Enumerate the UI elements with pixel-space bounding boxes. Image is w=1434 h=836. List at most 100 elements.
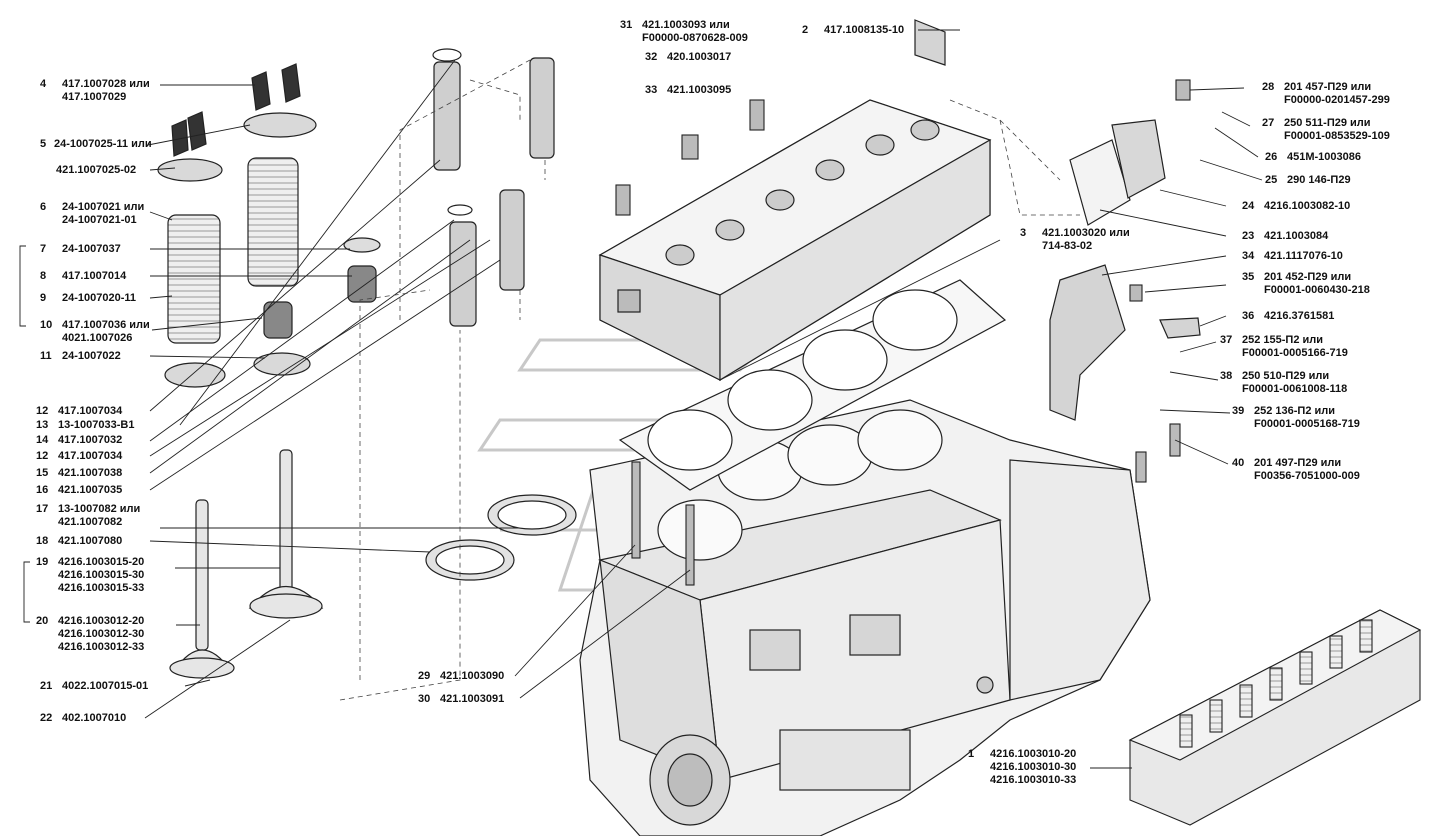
part-code: 13-1007082 или — [58, 503, 141, 515]
part-code: 4216.1003082-10 — [1264, 200, 1351, 212]
part-code: 250 510-П29 или — [1242, 370, 1330, 382]
callout-34: 34 421.1117076-10 — [1242, 250, 1343, 263]
valves — [169, 449, 324, 679]
part-code: 421.1007035 — [58, 484, 123, 496]
head-gasket — [618, 279, 1007, 491]
part-code: 417.1007029 — [62, 91, 127, 103]
callout-number: 11 — [40, 350, 52, 362]
callout-32: 32 420.1003017 — [645, 51, 731, 64]
callout-number: 33 — [645, 84, 658, 96]
part-code: 250 511-П29 или — [1284, 117, 1371, 129]
callout-number: 22 — [40, 712, 53, 724]
callout-8: 8 417.1007014 — [40, 270, 126, 283]
callout-2: 2 417.1008135-10 — [802, 24, 904, 37]
part-code: 4216.1003012-20 — [58, 615, 145, 627]
part-code: 4216.1003010-33 — [990, 774, 1077, 786]
studs-and-fasteners — [615, 79, 1191, 586]
part-code: 417.1007036 или — [62, 319, 150, 331]
part-code: 417.1007034 — [58, 405, 123, 417]
part-code: F00001-0005168-719 — [1254, 418, 1360, 430]
thermostat-housing — [1069, 119, 1166, 226]
part-code: 24-1007021 или — [62, 201, 145, 213]
callout-number: 30 — [418, 693, 431, 705]
callout-21: 21 4022.1007015-01 — [40, 680, 148, 693]
callout-29: 29 421.1003090 — [418, 670, 504, 683]
part-code: 417.1008135-10 — [824, 24, 905, 36]
callout-12-second: 12 417.1007034 — [36, 450, 122, 463]
part-code: F00000-0870628-009 — [642, 32, 748, 44]
callout-number: 26 — [1265, 151, 1278, 163]
callout-number: 7 — [40, 243, 47, 255]
callout-11: 11 24-1007022 — [40, 350, 121, 363]
callout-number: 18 — [36, 535, 49, 547]
part-code: 252 136-П2 или — [1254, 405, 1336, 417]
callout-number: 31 — [620, 19, 633, 31]
part-code: 201 452-П29 или — [1264, 271, 1352, 283]
part-code: 24-1007037 — [62, 243, 121, 255]
callout-number: 12 — [36, 450, 49, 462]
callout-number: 20 — [36, 615, 49, 627]
callout-18: 18 421.1007080 — [36, 535, 122, 548]
part-code: 421.1117076-10 — [1264, 250, 1343, 262]
callout-number: 28 — [1262, 81, 1275, 93]
callout-number: 4 — [40, 78, 47, 90]
callout-number: 34 — [1242, 250, 1255, 262]
callout-24: 24 4216.1003082-10 — [1242, 200, 1350, 213]
part-code: 4216.1003015-30 — [58, 569, 145, 581]
part-code: 421.1003090 — [440, 670, 505, 682]
callout-number: 17 — [36, 503, 49, 515]
dashed-assembly-lines — [339, 59, 1080, 701]
callout-number: 1 — [968, 748, 975, 760]
spring-plates — [157, 112, 317, 388]
part-code: 421.1007025-02 — [56, 164, 137, 176]
part-code: F00000-0201457-299 — [1284, 94, 1390, 106]
callout-number: 39 — [1232, 405, 1245, 417]
part-code: 402.1007010 — [62, 712, 127, 724]
part-code: F00001-0060430-218 — [1264, 284, 1370, 296]
part-code: 421.1007080 — [58, 535, 123, 547]
part-code: 252 155-П2 или — [1242, 334, 1324, 346]
part-code: 714-83-02 — [1042, 240, 1093, 252]
callout-number: 36 — [1242, 310, 1255, 322]
callout-number: 8 — [40, 270, 47, 282]
valve-seats — [425, 494, 577, 581]
callout-12: 12 417.1007034 — [36, 405, 122, 418]
part-code: 417.1007032 — [58, 434, 123, 446]
callout-14: 14 417.1007032 — [36, 434, 122, 447]
callout-number: 15 — [36, 467, 49, 479]
callout-number: 24 — [1242, 200, 1255, 212]
callout-13: 13 13-1007033-В1 — [36, 419, 134, 432]
part-code: 4022.1007015-01 — [62, 680, 149, 692]
callout-number: 40 — [1232, 457, 1245, 469]
callout-36: 36 4216.3761581 — [1242, 310, 1334, 323]
part-code: 13-1007033-В1 — [58, 419, 135, 431]
part-code: 421.1003095 — [667, 84, 732, 96]
callout-26: 26 451М-1003086 — [1265, 151, 1361, 164]
callout-number: 2 — [802, 24, 809, 36]
valve-stem-seals — [263, 237, 381, 339]
callout-number: 6 — [40, 201, 47, 213]
part-code: 417.1007014 — [62, 270, 127, 282]
callout-30: 30 421.1003091 — [418, 693, 504, 706]
part-code: 201 497-П29 или — [1254, 457, 1342, 469]
part-code: 421.1003091 — [440, 693, 505, 705]
callout-number: 5 — [40, 138, 47, 150]
callout-number: 3 — [1020, 227, 1027, 239]
part-code: F00356-7051000-009 — [1254, 470, 1360, 482]
callout-number: 13 — [36, 419, 49, 431]
callout-number: 38 — [1220, 370, 1233, 382]
part-code: 420.1003017 — [667, 51, 732, 63]
part-code: 421.1003093 или — [642, 19, 730, 31]
callout-7: 7 24-1007037 — [40, 243, 121, 256]
part-code: 4216.1003010-20 — [990, 748, 1077, 760]
